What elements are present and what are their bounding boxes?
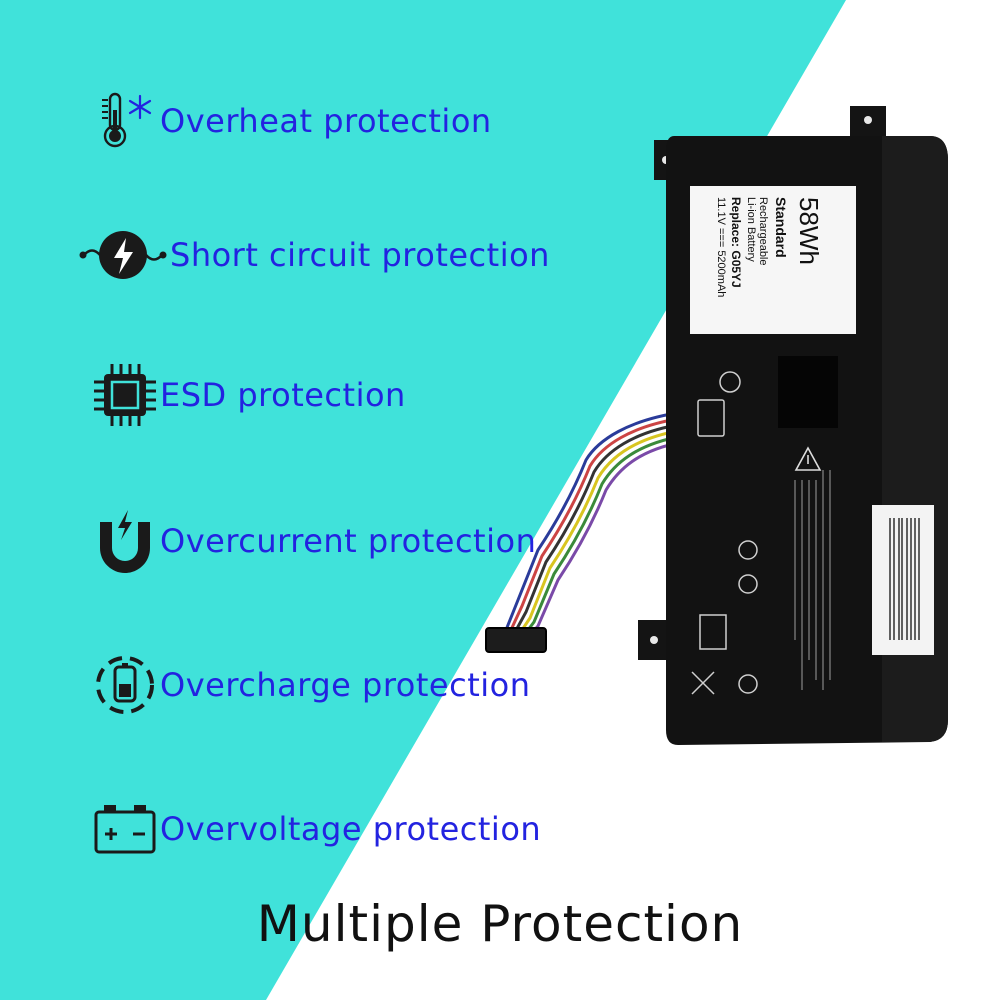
car-battery-icon <box>94 805 156 854</box>
battery-capacity: 58Wh <box>794 197 824 265</box>
feature-label: Overcharge protection <box>160 666 531 704</box>
feature-esd: ESD protection <box>92 362 406 428</box>
short-circuit-icon <box>79 231 167 279</box>
magnet-bolt-icon <box>100 510 150 573</box>
battery-standard: Standard <box>773 197 789 258</box>
feature-overheat: Overheat protection <box>92 88 492 154</box>
battery-replace: Replace: G05YJ <box>729 197 743 288</box>
battery-type-line2: Li-ion Battery <box>745 197 757 262</box>
battery-image: 58Wh Standard Rechargeable Li-ion Batter… <box>485 106 948 745</box>
thermometer-snowflake-icon <box>102 92 152 148</box>
feature-overcurrent: Overcurrent protection <box>92 508 536 574</box>
battery-type-line1: Rechargeable <box>757 197 769 266</box>
feature-overvoltage: Overvoltage protection <box>92 796 541 862</box>
feature-label: Overcurrent protection <box>160 522 537 560</box>
feature-overcharge: Overcharge protection <box>92 652 530 718</box>
charging-phone-icon <box>96 656 154 714</box>
feature-label: Overvoltage protection <box>160 810 542 848</box>
feature-label: Overheat protection <box>160 102 492 140</box>
feature-short-circuit: Short circuit protection <box>78 222 550 288</box>
chip-icon <box>94 364 156 426</box>
battery-cable <box>504 410 684 641</box>
battery-spec: 11.1V === 5200mAh <box>715 197 727 297</box>
page-title: Multiple Protection <box>256 895 744 953</box>
feature-label: Short circuit protection <box>170 236 550 274</box>
feature-label: ESD protection <box>160 376 406 414</box>
